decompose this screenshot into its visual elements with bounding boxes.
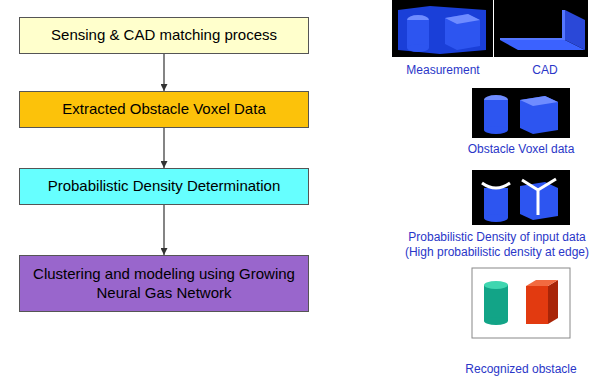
image-caption: Recognized obstacle: [465, 362, 576, 376]
process-box: Probabilistic Density Determination: [19, 168, 309, 205]
process-box: Extracted Obstacle Voxel Data: [19, 91, 309, 128]
cad-image: [494, 0, 588, 57]
flow-arrow: [163, 205, 164, 255]
flow-arrow: [163, 128, 164, 168]
recognized-image: [472, 268, 570, 338]
box-label: Probabilistic Density Determination: [48, 177, 281, 196]
image-caption: Obstacle Voxel data: [468, 142, 575, 156]
image-caption: CAD: [532, 63, 557, 77]
process-box: Sensing & CAD matching process: [19, 17, 309, 54]
box-label: Extracted Obstacle Voxel Data: [62, 100, 265, 119]
image-caption: (High probabilistic density at edge): [405, 245, 589, 259]
box-label: Clustering and modeling using Growing Ne…: [30, 265, 298, 303]
voxel-image: [472, 88, 570, 138]
box-label: Sensing & CAD matching process: [51, 26, 277, 45]
image-caption: Measurement: [406, 63, 479, 77]
image-caption: Probabilistic Density of input data: [408, 230, 585, 244]
process-box: Clustering and modeling using Growing Ne…: [19, 255, 309, 312]
flow-arrow: [163, 54, 164, 91]
measurement-image: [392, 0, 493, 57]
density-image: [472, 170, 570, 225]
